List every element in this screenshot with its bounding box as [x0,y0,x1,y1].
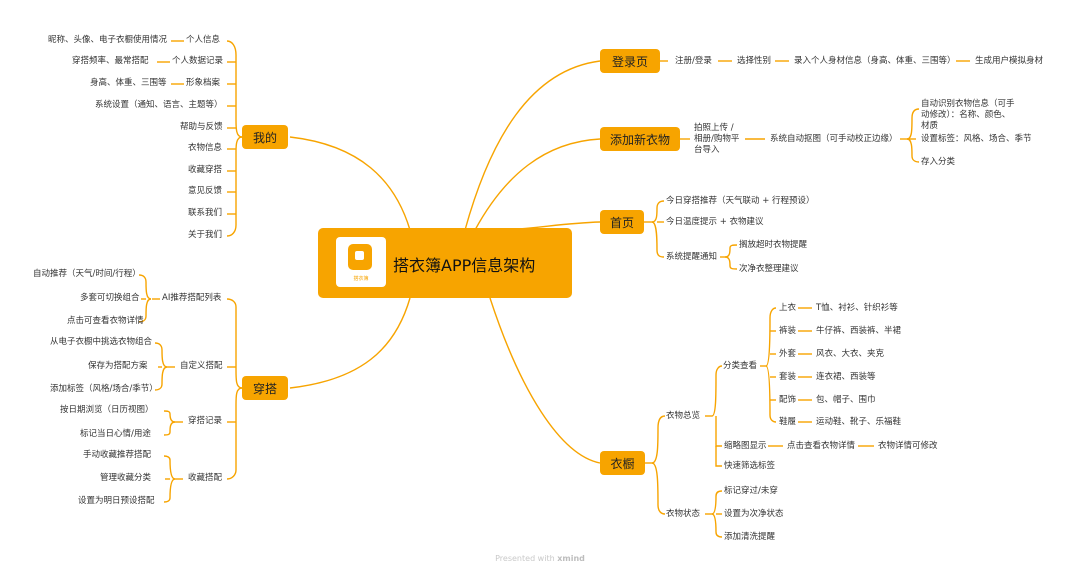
outfit-ai-detail[interactable]: 点击可查看衣物详情 [67,316,144,326]
wardrobe-status-worn[interactable]: 标记穿过/未穿 [724,486,778,496]
add-cutout[interactable]: 系统自动抠图（可手动校正边缘） [770,134,898,144]
outfit-custom-save[interactable]: 保存为搭配方案 [88,361,148,371]
mine-settings[interactable]: 系统设置（通知、语言、主题等） [95,100,223,110]
wardrobe-thumb-click[interactable]: 点击查看衣物详情 [787,441,856,451]
home-temp[interactable]: 今日温度提示 + 衣物建议 [666,217,764,227]
add-save[interactable]: 存入分类 [921,157,956,167]
home-notify-tidy[interactable]: 次净衣整理建议 [739,264,799,274]
category-items[interactable]: 运动鞋、靴子、乐福鞋 [816,417,902,427]
outfit-custom[interactable]: 自定义搭配 [180,361,223,371]
branch-login[interactable]: 登录页 [600,49,660,73]
footer-credit: Presented with xmind [0,554,1080,563]
outfit-record-calendar[interactable]: 按日期浏览（日历视图） [60,405,154,415]
branch-mine[interactable]: 我的 [242,125,288,149]
wardrobe-status-clean[interactable]: 设置为次净状态 [724,509,784,519]
category-items[interactable]: T恤、衬衫、针织衫等 [816,303,898,313]
wardrobe-overview[interactable]: 衣物总览 [666,411,701,421]
outfit-record[interactable]: 穿搭记录 [188,416,223,426]
mine-help[interactable]: 帮助与反馈 [180,122,223,132]
logo-icon [348,244,372,270]
wardrobe-thumb-edit[interactable]: 衣物详情可修改 [878,441,938,451]
mine-personal[interactable]: 个人信息 [186,35,221,45]
mine-image[interactable]: 形象档案 [186,78,221,88]
category-items[interactable]: 风衣、大衣、夹克 [816,349,885,359]
mine-about[interactable]: 关于我们 [188,230,223,240]
outfit-custom-tags[interactable]: 添加标签（风格/场合/季节） [50,384,158,394]
login-step-body-info[interactable]: 录入个人身材信息（身高、体重、三围等） [794,56,956,66]
category-items[interactable]: 牛仔裤、西装裤、半裙 [816,326,902,336]
login-step-register[interactable]: 注册/登录 [675,56,712,66]
branch-add-clothes[interactable]: 添加新衣物 [600,127,680,151]
outfit-fav-manual[interactable]: 手动收藏推荐搭配 [83,450,152,460]
category-name[interactable]: 套装 [779,372,797,382]
home-notify[interactable]: 系统提醒通知 [666,252,718,262]
category-name[interactable]: 外套 [779,349,797,359]
outfit-record-mood[interactable]: 标记当日心情/用途 [80,429,151,439]
add-upload[interactable]: 拍照上传 / 相册/购物平台导入 [694,123,740,155]
outfit-fav[interactable]: 收藏搭配 [188,473,223,483]
category-items[interactable]: 连衣裙、西装等 [816,372,876,382]
outfit-fav-preset[interactable]: 设置为明日预设搭配 [78,496,155,506]
mine-data[interactable]: 个人数据记录 [172,56,224,66]
footer-presented: Presented with [495,554,555,563]
outfit-fav-manage[interactable]: 管理收藏分类 [100,473,152,483]
wardrobe-category-view[interactable]: 分类查看 [723,361,758,371]
mine-personal-detail[interactable]: 昵称、头像、电子衣橱使用情况 [48,35,168,45]
home-notify-overdue[interactable]: 搁放超时衣物提醒 [739,240,808,250]
mine-data-detail[interactable]: 穿搭频率、最常搭配 [72,56,149,66]
login-step-generate[interactable]: 生成用户模拟身材 [975,56,1044,66]
footer-brand: xmind [557,554,585,563]
category-name[interactable]: 鞋履 [779,417,797,427]
outfit-ai[interactable]: AI推荐搭配列表 [162,293,222,303]
wardrobe-status[interactable]: 衣物状态 [666,509,701,519]
branch-outfit[interactable]: 穿搭 [242,376,288,400]
logo-caption: 搭衣簿 [353,276,369,282]
branch-wardrobe[interactable]: 衣橱 [600,451,645,475]
mine-fav-outfits[interactable]: 收藏穿搭 [188,165,223,175]
central-title: 搭衣簿APP信息架构 [393,256,536,275]
mine-contact[interactable]: 联系我们 [188,208,223,218]
outfit-ai-auto[interactable]: 自动推荐（天气/时间/行程） [33,269,141,279]
mine-image-detail[interactable]: 身高、体重、三围等 [90,78,167,88]
add-tags[interactable]: 设置标签：风格、场合、季节 [921,134,1032,144]
add-recognize[interactable]: 自动识别衣物信息（可手动修改）：名称、颜色、材质 [921,99,1015,131]
branch-home[interactable]: 首页 [600,210,644,234]
mine-feedback[interactable]: 意见反馈 [188,186,223,196]
category-name[interactable]: 上衣 [779,303,797,313]
login-step-gender[interactable]: 选择性别 [737,56,772,66]
category-name[interactable]: 配饰 [779,395,797,405]
wardrobe-status-wash[interactable]: 添加清洗提醒 [724,532,776,542]
category-items[interactable]: 包、帽子、围巾 [816,395,876,405]
wardrobe-quick-filter[interactable]: 快速筛选标签 [724,461,776,471]
app-logo: 搭衣簿 [336,237,386,287]
outfit-ai-multi[interactable]: 多套可切换组合 [80,293,140,303]
outfit-custom-pick[interactable]: 从电子衣橱中挑选衣物组合 [50,337,153,347]
home-recommend[interactable]: 今日穿搭推荐（天气联动 + 行程预设） [666,196,815,206]
mine-clothes-info[interactable]: 衣物信息 [188,143,223,153]
category-name[interactable]: 裤装 [779,326,797,336]
wardrobe-thumb[interactable]: 缩略图显示 [724,441,767,451]
